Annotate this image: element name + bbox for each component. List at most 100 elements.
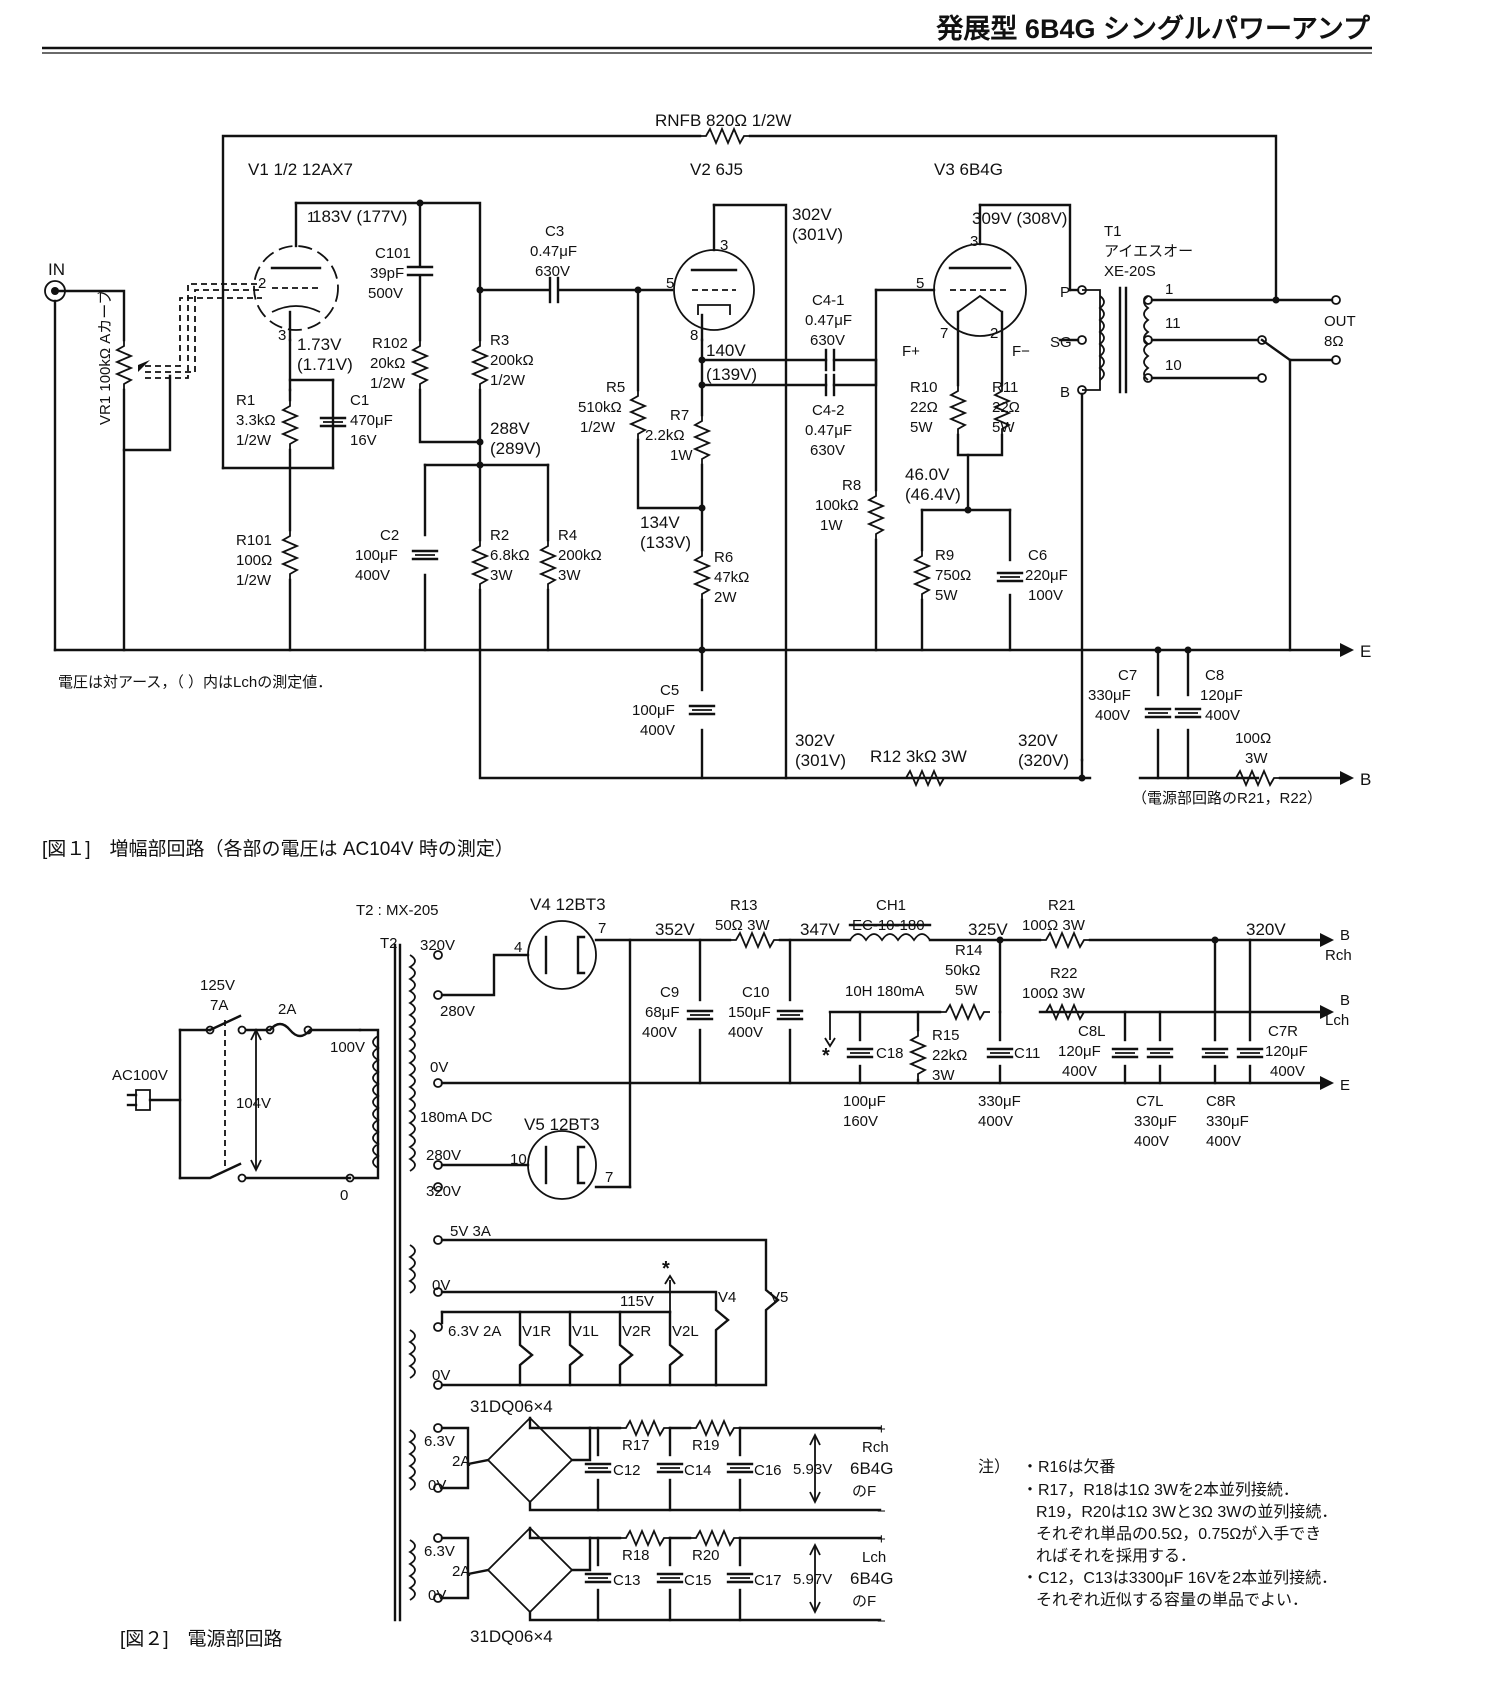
label-fig1-r10b: 22Ω <box>910 399 938 416</box>
label-fig2-c9a: C9 <box>660 984 679 1001</box>
label-fig1-c7a: C7 <box>1118 667 1137 684</box>
label-fig1-r1b: 3.3kΩ <box>236 412 276 429</box>
label-fig2-note1: ・R16は欠番 <box>1022 1458 1115 1476</box>
label-fig1-c1c: 16V <box>350 432 377 449</box>
bridge-rectifier-rch-icon <box>486 1416 574 1504</box>
label-fig2-r20: R20 <box>692 1547 720 1564</box>
label-fig1-c7b: 330μF <box>1088 687 1131 704</box>
label-fig2-c18b: 100μF <box>843 1093 886 1110</box>
label-fig2-note4: それぞれ単品の0.5Ω，0.75Ωが入手でき <box>1036 1525 1321 1543</box>
label-fig2-c10a: C10 <box>742 984 770 1001</box>
label-fig1-v134b: (133V) <box>640 533 691 552</box>
label-fig2-c13: C13 <box>613 1572 641 1589</box>
label-fig2-note5: ればそれを採用する． <box>1036 1547 1196 1565</box>
label-fig1-c6a: C6 <box>1028 547 1047 564</box>
label-fig1-c6c: 100V <box>1028 587 1063 604</box>
v2-label: V2 6J5 <box>690 160 743 179</box>
label-fig2-d63b: 6.3V <box>424 1543 455 1560</box>
label-fig1-r5c: 1/2W <box>580 419 616 436</box>
label-fig1-fp: F+ <box>902 343 920 360</box>
label-fig2-d0v: 0V <box>428 1477 446 1494</box>
svg-text:3: 3 <box>720 237 728 254</box>
label-fig1-r3c: 1/2W <box>490 372 526 389</box>
label-fig1-c41a: C4-1 <box>812 292 845 309</box>
rnfb-label: RNFB 820Ω 1/2W <box>655 111 791 130</box>
label-fig2-r21b: 100Ω 3W <box>1022 917 1086 934</box>
label-fig2-v597: 5.97V <box>793 1571 832 1588</box>
label-fig2-v5h: V5 <box>770 1289 788 1306</box>
label-fig2-t2b: T2 <box>380 935 398 952</box>
fig1-note: 電圧は対アース，（ ）内はLchの測定値． <box>58 674 332 691</box>
label-fig1-v302d: (301V) <box>795 751 846 770</box>
label-fig1-v140a: 140V <box>706 341 746 360</box>
label-fig2-v1l: V1L <box>572 1323 599 1340</box>
label-fig2-note2: ・R17，R18は1Ω 3Wを2本並列接続． <box>1022 1481 1299 1499</box>
label-fig2-c18: C18 <box>876 1045 904 1062</box>
label-fig2-v100: 100V <box>330 1039 365 1056</box>
label-fig2-d63a: 6.3V <box>424 1433 455 1450</box>
label-fig2-minus: − <box>877 1503 886 1520</box>
label-fig2-d2a: 2A <box>452 1453 470 1470</box>
v4-rectifier-icon <box>527 920 597 990</box>
label-fig1-r3a: R3 <box>490 332 509 349</box>
label-fig2-t320: 320V <box>420 937 455 954</box>
label-fig2-c9b: 68μF <box>645 1004 680 1021</box>
svg-text:7: 7 <box>598 920 606 937</box>
label-fig1-r11a: R11 <box>992 379 1018 396</box>
label-fig1-c3a: C3 <box>545 223 564 240</box>
power-supply-circuit: T2 : MX-205 T2 AC100V 125V 7A 2A 104V 10… <box>112 895 1352 1650</box>
label-fig2-note6: ・C12，C13は3300μF 16Vを2本並列接続． <box>1022 1569 1337 1587</box>
svg-text:7: 7 <box>940 325 948 342</box>
label-fig2-c7la: C7L <box>1136 1093 1164 1110</box>
label-fig1-c2a: C2 <box>380 527 399 544</box>
label-fig1-r1c: 1/2W <box>236 432 272 449</box>
label-fig2-c8rb: 330μF <box>1206 1113 1249 1130</box>
label-fig2-r22a: R22 <box>1050 965 1078 982</box>
label-fig2-ch1b: EC-10-180 <box>852 917 925 934</box>
label-fig1-v288b: (289V) <box>490 439 541 458</box>
label-fig1-r101c: 1/2W <box>236 572 272 589</box>
label-fig1-p: P <box>1060 284 1070 301</box>
label-fig2-c11c: 400V <box>978 1113 1013 1130</box>
fig2-caption: [図２] 電源部回路 <box>120 1628 283 1650</box>
label-fig1-r2c: 3W <box>490 567 513 584</box>
svg-text:10: 10 <box>1165 357 1182 374</box>
label-fig2-note3: R19，R20は1Ω 3Wと3Ω 3Wの並列接続． <box>1036 1503 1337 1521</box>
label-fig1-r5a: R5 <box>606 379 625 396</box>
label-fig1-r102a: R102 <box>372 335 408 352</box>
label-fig2-tube: 6B4G <box>850 1569 893 1588</box>
label-fig1-r12: R12 3kΩ 3W <box>870 747 967 766</box>
label-fig2-lch2: Lch <box>862 1549 886 1566</box>
label-fig2-v593: 5.93V <box>793 1461 832 1478</box>
vr1-label: VR1 100kΩ Aカーブ <box>96 290 114 425</box>
label-fig2-r21a: R21 <box>1048 897 1076 914</box>
label-fig2-v347: 347V <box>800 920 840 939</box>
label-fig2-brch: B <box>1340 927 1350 944</box>
label-fig1-r10c: 5W <box>910 419 933 436</box>
label-fig2-plus: + <box>877 1531 886 1548</box>
label-fig1-v1_173: 1.73V <box>297 335 342 354</box>
bridge-rectifier-lch-icon <box>486 1526 574 1614</box>
svg-text:10: 10 <box>510 1151 527 1168</box>
label-fig2-diode1: 31DQ06×4 <box>470 1397 553 1416</box>
output-terminal-minus <box>1331 355 1341 365</box>
label-fig2-t280: 280V <box>440 1003 475 1020</box>
label-fig1-e: E <box>1360 642 1371 661</box>
label-fig2-c16: C16 <box>754 1462 782 1479</box>
svg-text:7: 7 <box>605 1169 613 1186</box>
label-fig2-r14b: 50kΩ <box>945 962 980 979</box>
label-fig2-of: のF <box>852 1483 876 1500</box>
v1-tube-icon <box>253 245 339 331</box>
label-fig2-rch2: Rch <box>862 1439 889 1456</box>
label-fig2-r19: R19 <box>692 1437 720 1454</box>
label-fig2-r14c: 5W <box>955 982 978 999</box>
label-fig1-v46b: (46.4V) <box>905 485 961 504</box>
label-fig2-plus: + <box>877 1421 886 1438</box>
label-fig2-r15b: 22kΩ <box>932 1047 967 1064</box>
label-fig2-c11b: 330μF <box>978 1093 1021 1110</box>
label-fig1-r9a: R9 <box>935 547 954 564</box>
label-fig1-c5b: 100μF <box>632 702 675 719</box>
label-fig2-c9c: 400V <box>642 1024 677 1041</box>
label-fig1-r101b: 100Ω <box>236 552 272 569</box>
